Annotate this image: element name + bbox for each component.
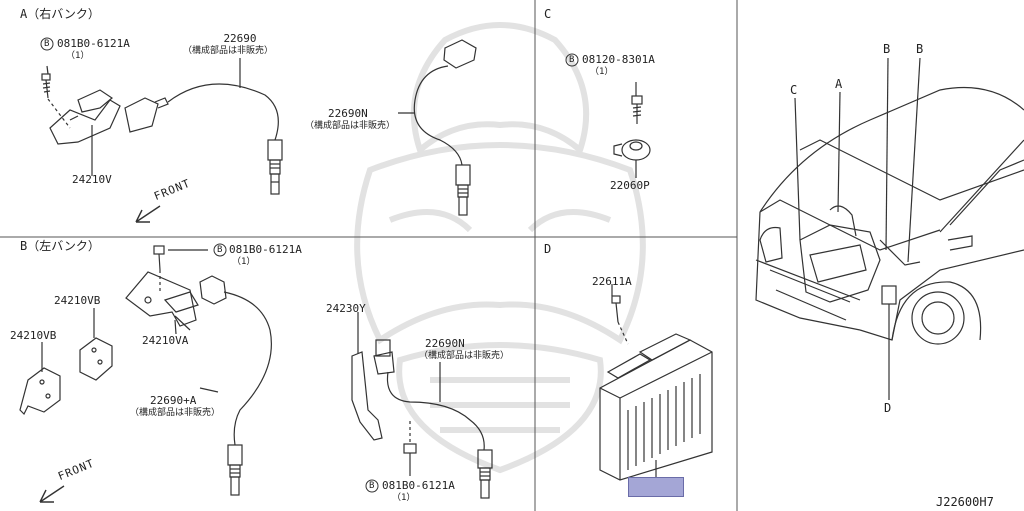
sensor-22690-shape	[124, 83, 283, 195]
qty-081b0-6121a-b2: （1）	[392, 493, 416, 503]
qty-08120-8301a: （1）	[590, 67, 614, 77]
label-24210vb-2[interactable]: 24210VB	[10, 329, 57, 342]
bolt-marker-b1: B	[217, 245, 223, 255]
label-24210vb-1[interactable]: 24210VB	[54, 294, 101, 307]
sensor-22690n-a-shape	[413, 39, 477, 216]
vehicle-callout-a: A	[835, 77, 843, 91]
panel-dividers	[0, 0, 738, 511]
sensor-22690n-b-shape	[386, 371, 493, 499]
note-22690a: （構成部品は非販売）	[130, 408, 221, 418]
vehicle-callout-b2: B	[916, 42, 924, 56]
label-08120-8301a[interactable]: 08120-8301A	[582, 53, 655, 66]
label-081b0-6121a-b2[interactable]: 081B0-6121A	[382, 479, 455, 492]
vehicle-callout-lines	[794, 57, 921, 400]
label-081b0-6121a-a[interactable]: 081B0-6121A	[57, 37, 130, 50]
bracket-24210v-shape	[49, 89, 121, 145]
label-22690a[interactable]: 22690+A	[150, 394, 197, 407]
vehicle-callout-d: D	[884, 401, 892, 415]
bolt-markers	[40, 37, 579, 493]
bolt-b1-shape	[153, 245, 165, 292]
section-a-title: A（右バンク）	[20, 7, 100, 21]
bolt-a-shape	[41, 73, 71, 129]
qty-081b0-6121a-b1: （1）	[232, 257, 256, 267]
ecm-highlight-box[interactable]	[628, 477, 684, 497]
bracket-24210vb-shapes	[19, 337, 113, 416]
watermark-crest	[354, 22, 646, 474]
bolt-b2-shape	[403, 420, 417, 470]
label-24230y[interactable]: 24230Y	[326, 302, 366, 315]
ecm-shape	[599, 295, 713, 481]
label-22060p[interactable]: 22060P	[610, 179, 650, 192]
vehicle-illustration	[755, 86, 1024, 345]
section-d-title: D	[544, 242, 552, 256]
bracket-24210va-shape	[125, 271, 199, 331]
vehicle-callout-c: C	[790, 83, 798, 97]
note-22690n-b: （構成部品は非販売）	[419, 351, 510, 361]
note-22690n-a: （構成部品は非販売）	[305, 121, 396, 131]
bolt-marker-a: B	[44, 39, 50, 49]
section-b-title: B（左バンク）	[20, 239, 100, 253]
knock-sensor-shape	[613, 95, 651, 161]
section-c-title: C	[544, 7, 552, 21]
qty-081b0-6121a-a: （1）	[66, 51, 90, 61]
sensor-22690a-shape	[199, 275, 272, 496]
bolt-marker-c: B	[569, 55, 575, 65]
bracket-24230y-shape	[351, 339, 395, 441]
label-22690n-a[interactable]: 22690N	[328, 107, 368, 120]
front-arrows	[39, 205, 161, 503]
diagram-id: J22600H7	[936, 495, 994, 509]
label-22690n-b[interactable]: 22690N	[425, 337, 465, 350]
label-24210va[interactable]: 24210VA	[142, 334, 189, 347]
label-22611a[interactable]: 22611A	[592, 275, 632, 288]
note-22690: （構成部品は非販売）	[182, 46, 274, 56]
vehicle-callout-b1: B	[883, 42, 891, 56]
label-24210v[interactable]: 24210V	[72, 173, 112, 186]
label-081b0-6121a-b1[interactable]: 081B0-6121A	[229, 243, 302, 256]
bolt-marker-b2: B	[369, 481, 375, 491]
label-22690[interactable]: 22690	[223, 32, 257, 45]
